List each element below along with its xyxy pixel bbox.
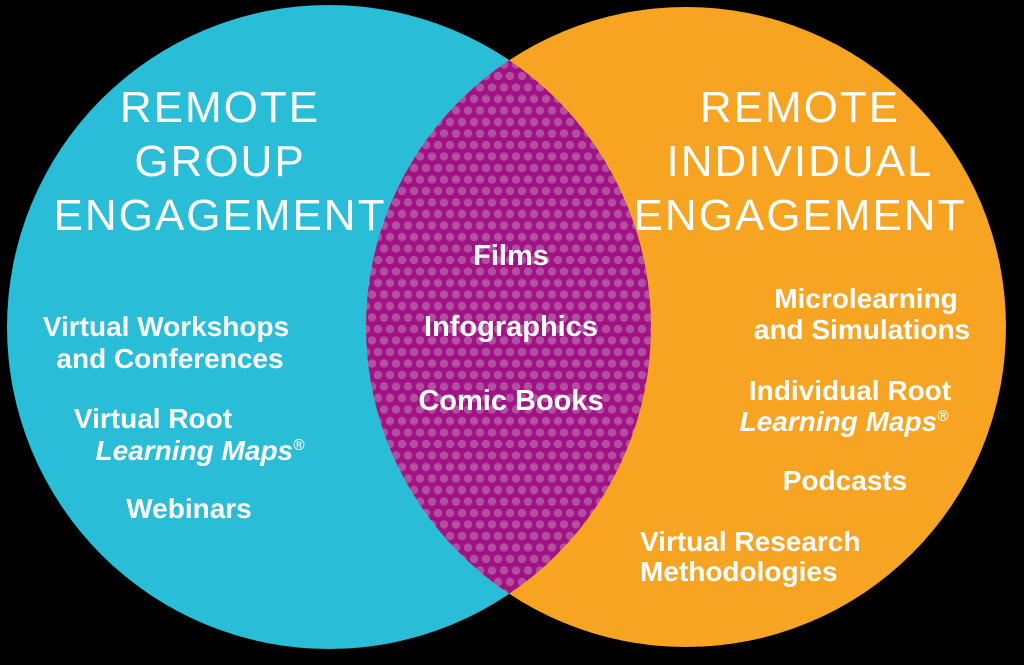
right-item-podcasts: Podcasts [782, 465, 908, 496]
left-item-webinars: Webinars [126, 493, 252, 524]
left-circle-title: REMOTE GROUP ENGAGEMENT [0, 81, 470, 243]
right-item-methodologies: Methodologies [640, 556, 838, 587]
left-item-virtual-root: Virtual Root [73, 403, 233, 434]
right-item-and-simulations: and Simulations [753, 314, 971, 345]
left-item-and-conferences: and Conferences [56, 343, 284, 374]
right-circle-title: REMOTE INDIVIDUAL ENGAGEMENT [550, 81, 1024, 243]
registered-trademark-icon: ® [937, 408, 949, 425]
left-title-line-3: ENGAGEMENT [53, 191, 387, 240]
right-learning-maps-label: Learning Maps [739, 406, 938, 437]
left-title-line-2: GROUP [134, 137, 306, 186]
right-title-line-2: INDIVIDUAL [666, 137, 934, 186]
overlap-lens-clip [7, 5, 651, 649]
right-title-line-1: REMOTE [699, 83, 901, 132]
registered-trademark-icon: ® [293, 437, 305, 454]
left-learning-maps-label: Learning Maps [95, 435, 294, 466]
left-item-learning-maps: Learning Maps® [30, 430, 370, 467]
overlap-item-comic-books: Comic Books [418, 385, 604, 417]
right-item-virtual-research: Virtual Research [640, 526, 861, 557]
overlap-item-films: Films [473, 240, 549, 272]
left-item-virtual-workshops: Virtual Workshops [42, 311, 290, 342]
right-item-individual-root: Individual Root [748, 375, 952, 406]
right-title-line-3: ENGAGEMENT [633, 191, 967, 240]
left-title-line-1: REMOTE [119, 83, 321, 132]
right-item-microlearning: Microlearning [774, 283, 958, 314]
overlap-item-infographics: Infographics [423, 311, 598, 343]
right-item-learning-maps: Learning Maps® [674, 401, 1014, 438]
